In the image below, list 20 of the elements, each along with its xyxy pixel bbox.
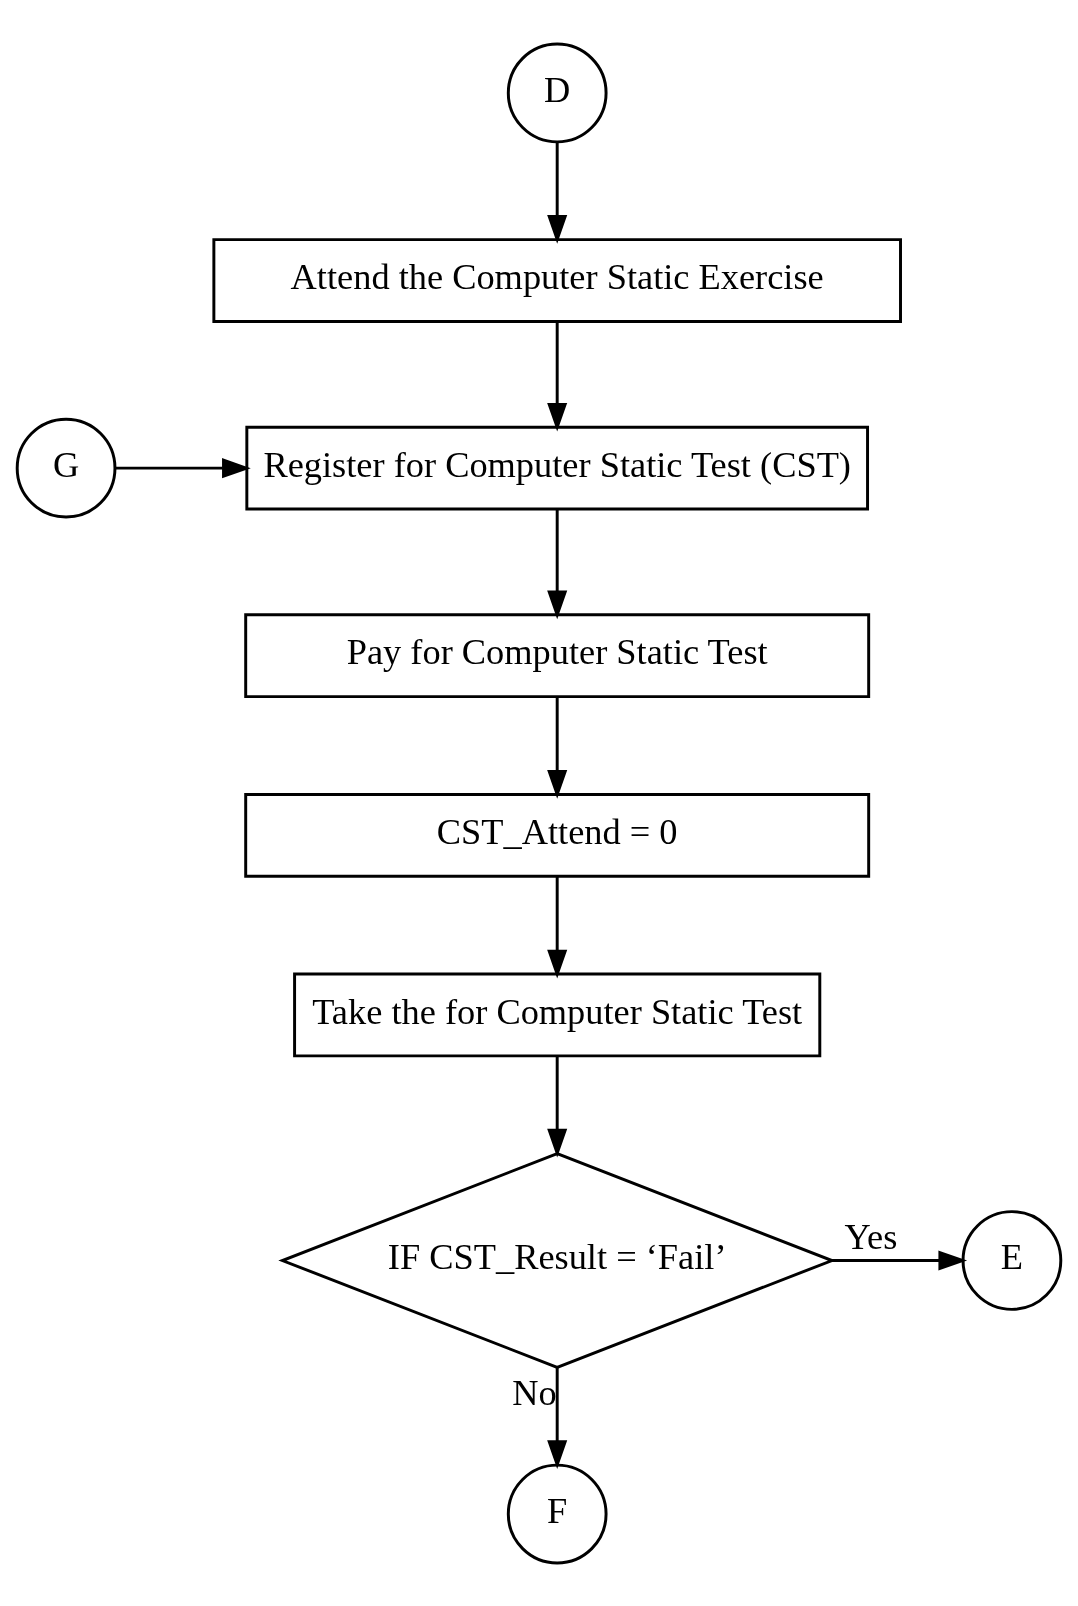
edge-label: Yes	[844, 1216, 898, 1257]
node-circle: F	[506, 1463, 608, 1564]
arrow	[547, 321, 568, 432]
node-box: CST_Attend = 0	[244, 792, 871, 878]
arrow	[547, 875, 568, 978]
node-circle: G	[15, 417, 117, 518]
node-box: Take the for Computer Static Test	[293, 972, 822, 1057]
arrow	[547, 141, 568, 244]
arrow	[547, 508, 568, 619]
node-box: Register for Computer Static Test (CST)	[245, 425, 870, 511]
node-box: Attend the Computer Static Exercise	[212, 237, 902, 323]
node-box: Pay for Computer Static Test	[244, 612, 871, 698]
arrow	[115, 457, 251, 478]
node-circle: E	[961, 1209, 1063, 1311]
arrow	[831, 1249, 968, 1271]
arrow	[547, 1367, 568, 1469]
node-circle: D	[506, 42, 608, 143]
edge-label: No	[512, 1372, 557, 1413]
arrow	[547, 1055, 568, 1157]
arrow	[547, 696, 568, 799]
